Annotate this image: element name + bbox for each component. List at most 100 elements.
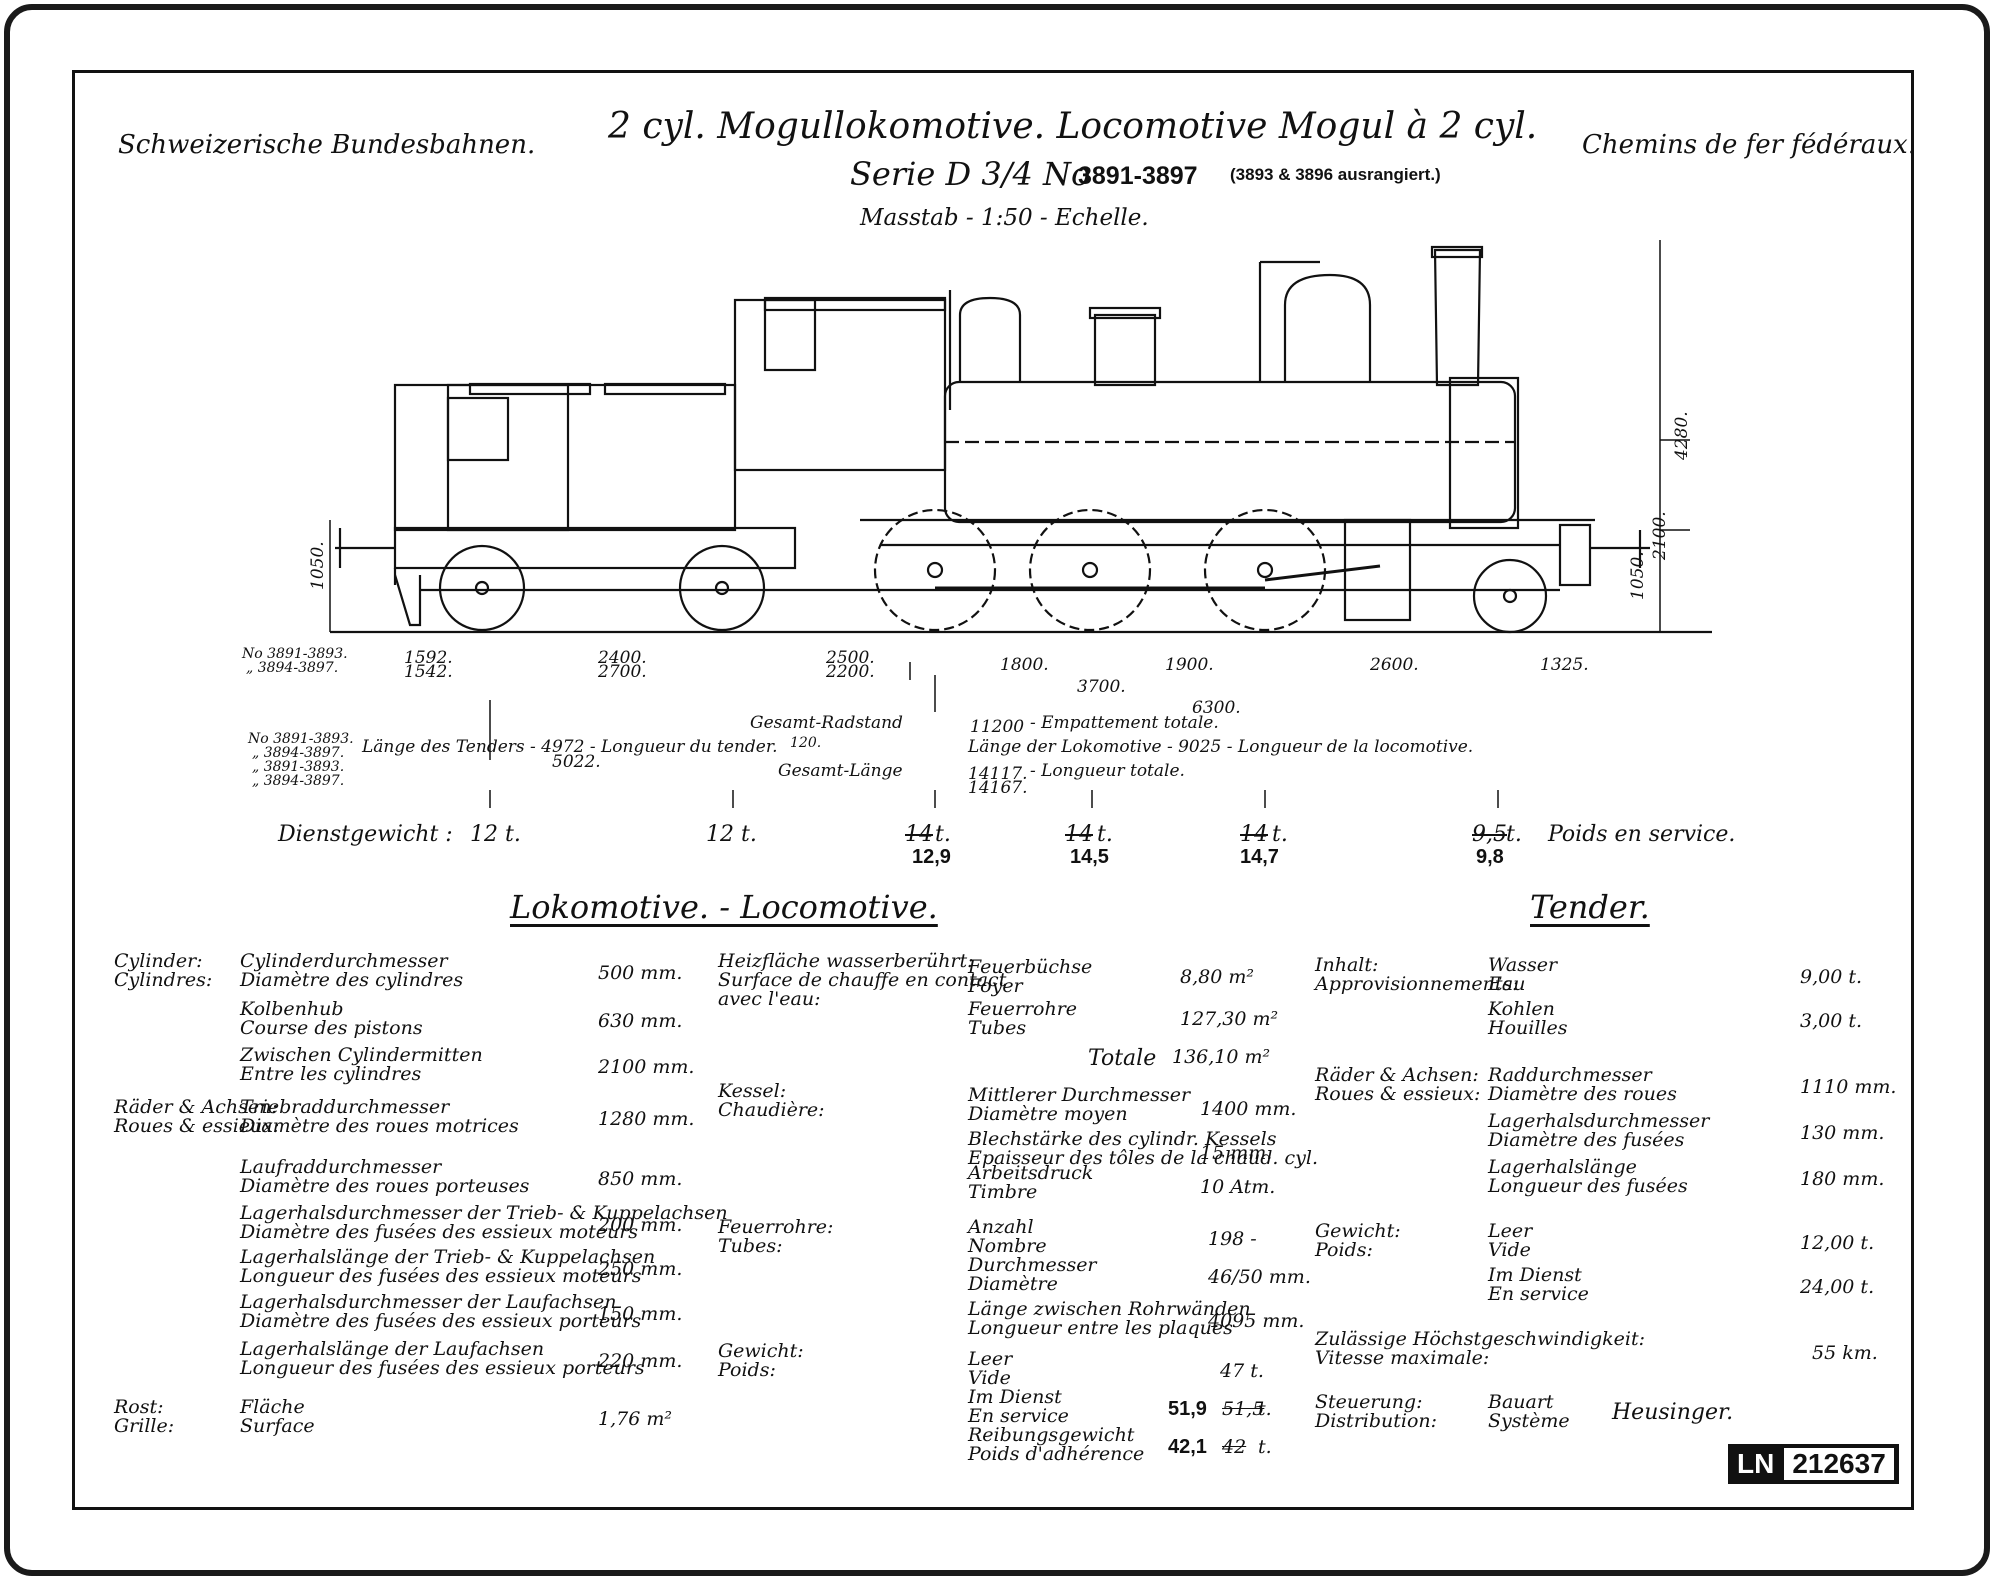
tender-key-1: No 3891-3893. <box>248 731 354 747</box>
service-weight-label-fr: Poids en service. <box>1548 822 1736 847</box>
spec-label: Im Dienst En service <box>1488 1264 1589 1305</box>
tender-length-2: 5022. <box>552 752 601 772</box>
wheelbase-value: 11200 <box>970 717 1025 737</box>
loco-length: Länge der Lokomotive - 9025 - Longueur d… <box>968 737 1474 757</box>
tender-key-4: „ 3894-3897. <box>252 773 345 789</box>
height-4280: 4280. <box>1672 411 1692 460</box>
spec-value: 10 Atm. <box>1200 1176 1276 1198</box>
spec-unit: t. <box>1258 1436 1272 1458</box>
spec-value: 180 mm. <box>1800 1168 1885 1190</box>
spec-value-old: 42 <box>1222 1436 1247 1458</box>
weight-axle-6-old: 9,5 <box>1472 822 1507 847</box>
spec-unit: t. <box>1258 1398 1272 1420</box>
spec-value: 150 mm. <box>598 1303 683 1325</box>
drawing-frame <box>72 70 1914 1510</box>
weight-axle-6-unit: t. <box>1506 822 1522 847</box>
page-border <box>4 4 1990 1576</box>
weight-axle-1: 12 t. <box>470 822 521 847</box>
height-1050-right: 1050. <box>1628 551 1648 600</box>
cab <box>733 298 947 472</box>
spec-label: Lagerhalslänge der Laufachsen Longueur d… <box>240 1338 645 1379</box>
spec-value-new: 51,9 <box>1168 1398 1207 1420</box>
spec-label: Arbeitsdruck Timbre <box>968 1162 1094 1203</box>
weight-axle-5-new: 14,7 <box>1240 846 1279 868</box>
driving-wheel-1 <box>873 508 997 632</box>
serie-numbers: 3891-3897 <box>1078 162 1198 190</box>
section-locomotive: Lokomotive. - Locomotive. <box>510 888 938 926</box>
spec-value: 46/50 mm. <box>1208 1266 1311 1288</box>
dim-2700: 2700. <box>598 662 647 682</box>
spec-group: Rost: Grille: <box>114 1396 175 1437</box>
drawing-title: 2 cyl. Mogullokomotive. Locomotive Mogul… <box>608 106 1538 147</box>
spec-label: Lagerhalsdurchmesser der Trieb- & Kuppel… <box>240 1202 728 1243</box>
weight-axle-4-old: 14 <box>1065 822 1093 847</box>
spec-label: Raddurchmesser Diamètre des roues <box>1488 1064 1677 1105</box>
spec-label: Leer Vide <box>968 1348 1013 1389</box>
spec-value: 130 mm. <box>1800 1122 1885 1144</box>
spec-value-old: 51,5 <box>1222 1398 1265 1420</box>
weight-axle-2: 12 t. <box>706 822 757 847</box>
height-2100: 2100. <box>1650 511 1670 560</box>
badge-number: 212637 <box>1782 1446 1896 1482</box>
spec-value: 3,00 t. <box>1800 1010 1863 1032</box>
spec-label: Mittlerer Durchmesser Diamètre moyen <box>968 1084 1191 1125</box>
spec-label: Kolbenhub Course des pistons <box>240 998 423 1039</box>
spec-label: Länge zwischen Rohrwänden Longueur entre… <box>968 1298 1251 1339</box>
spec-value: 850 mm. <box>598 1168 683 1190</box>
spec-group: Inhalt: Approvisionnements: <box>1315 954 1519 995</box>
total-length-value: 14117. <box>968 764 1028 784</box>
spec-value: 9,00 t. <box>1800 966 1863 988</box>
spec-label: Fläche Surface <box>240 1396 315 1437</box>
tender-wheel-1 <box>438 544 526 632</box>
dim-2400: 2400. <box>598 648 647 668</box>
spec-value: 1,76 m² <box>598 1408 672 1430</box>
dim-6300: 6300. <box>1192 698 1241 718</box>
dim-1800: 1800. <box>1000 655 1049 675</box>
wheelbase-label-de: Gesamt-Radstand <box>750 713 903 733</box>
spec-label: Lagerhalsdurchmesser der Laufachsen Diam… <box>240 1291 642 1332</box>
spec-value: 198 - <box>1208 1228 1257 1250</box>
chimney <box>1433 248 1482 387</box>
spec-label: Durchmesser Diamètre <box>968 1254 1097 1295</box>
spec-label: Triebraddurchmesser Diamètre des roues m… <box>240 1096 519 1137</box>
spec-value: 127,30 m² <box>1180 1008 1279 1030</box>
tender-wheel-2 <box>678 544 766 632</box>
dim-key-1: No 3891-3893. <box>242 646 348 662</box>
total-length-value-2: 14167. <box>968 778 1028 798</box>
spec-group: Gewicht: Poids: <box>1315 1220 1401 1261</box>
serie-prefix: Serie D 3/4 No <box>850 155 1091 193</box>
weight-axle-4-new: 14,5 <box>1070 846 1109 868</box>
valve-gear-value: Heusinger. <box>1612 1400 1734 1425</box>
wheelbase-label-fr: - Empattement totale. <box>1030 713 1219 733</box>
weight-axle-3-old: 14 <box>905 822 933 847</box>
total-length-label-de: Gesamt-Länge <box>778 761 903 781</box>
spec-value: 630 mm. <box>598 1010 683 1032</box>
dim-2500: 2500. <box>826 648 875 668</box>
dim-1900: 1900. <box>1165 655 1214 675</box>
weight-group: Gewicht: Poids: <box>718 1340 804 1381</box>
spec-value: 1400 mm. <box>1200 1098 1297 1120</box>
dim-2600: 2600. <box>1370 655 1419 675</box>
dim-3700: 3700. <box>1077 677 1126 697</box>
spec-label: Lagerhalslänge Longueur des fusées <box>1488 1156 1688 1197</box>
railway-name-fr: Chemins de fer fédéraux. <box>1582 130 1916 160</box>
tender-key-3: „ 3891-3893. <box>252 759 345 775</box>
spec-label: Kohlen Houilles <box>1488 998 1568 1039</box>
spec-label: Wasser Eau <box>1488 954 1558 995</box>
spec-value: 2100 mm. <box>598 1056 695 1078</box>
spec-label: Laufraddurchmesser Diamètre des roues po… <box>240 1156 530 1197</box>
spec-value: 12,00 t. <box>1800 1232 1875 1254</box>
spec-label: Anzahl Nombre <box>968 1216 1047 1257</box>
spec-value: 15 mm. <box>1200 1142 1273 1164</box>
spec-value: 1280 mm. <box>598 1108 695 1130</box>
tender-length: Länge des Tenders - 4972 - Longueur du t… <box>362 737 778 757</box>
spec-group: Cylinder: Cylindres: <box>114 950 213 991</box>
spec-value: 4095 mm. <box>1208 1310 1305 1332</box>
spec-value: 220 mm. <box>598 1350 683 1372</box>
driving-wheel-2 <box>1028 508 1152 632</box>
dim-1325: 1325. <box>1540 655 1589 675</box>
spec-value: 500 mm. <box>598 962 683 984</box>
total-value: 136,10 m² <box>1172 1046 1271 1068</box>
spec-label: Feuerbüchse Foyer <box>968 956 1093 997</box>
